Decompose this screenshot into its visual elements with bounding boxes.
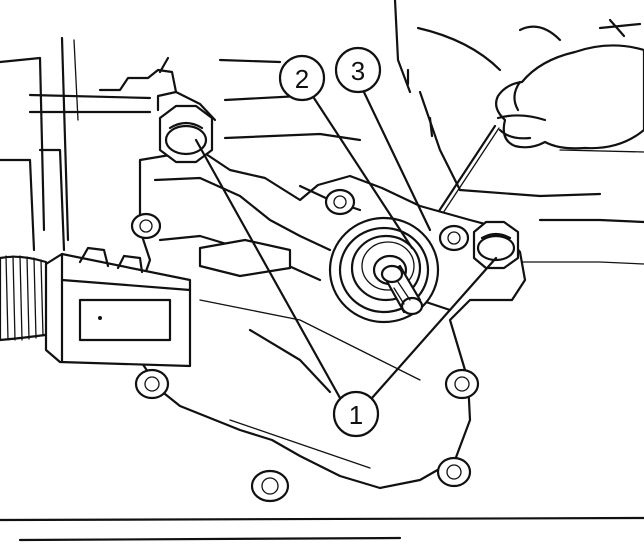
callout-2-circle	[278, 54, 326, 102]
bolt-head-c	[438, 224, 470, 252]
bolt-head-a	[130, 212, 162, 240]
callout-3-circle	[334, 46, 382, 94]
leader-1-right	[370, 256, 498, 400]
callout-1-circle	[332, 390, 380, 438]
callout-1-label: 1	[349, 400, 363, 430]
leader-lines	[194, 86, 498, 400]
callout-2-label: 2	[295, 64, 309, 94]
callout-1: 1	[332, 390, 380, 438]
mounting-bolt-left	[158, 104, 214, 164]
bolt-head-d	[134, 368, 170, 400]
callout-3: 3	[334, 46, 382, 94]
bolt-head-e	[444, 368, 480, 400]
leader-3	[360, 86, 432, 232]
shaft-seal-assembly	[328, 216, 440, 324]
leader-2	[308, 90, 414, 250]
bolt-head-f	[250, 469, 290, 503]
housing-cover	[134, 148, 527, 490]
engine-housing-background	[0, 0, 644, 265]
leader-1-left	[194, 138, 342, 400]
callout-3-label: 3	[351, 56, 365, 86]
bolt-head-g	[436, 456, 472, 488]
mounting-bolt-right	[472, 220, 520, 270]
hand-with-probe	[410, 44, 644, 255]
bolt-head-b	[324, 188, 356, 216]
ground-line	[0, 516, 644, 542]
callout-2: 2	[278, 54, 326, 102]
wiring-connector	[0, 246, 192, 368]
housing-bolts	[130, 188, 480, 503]
